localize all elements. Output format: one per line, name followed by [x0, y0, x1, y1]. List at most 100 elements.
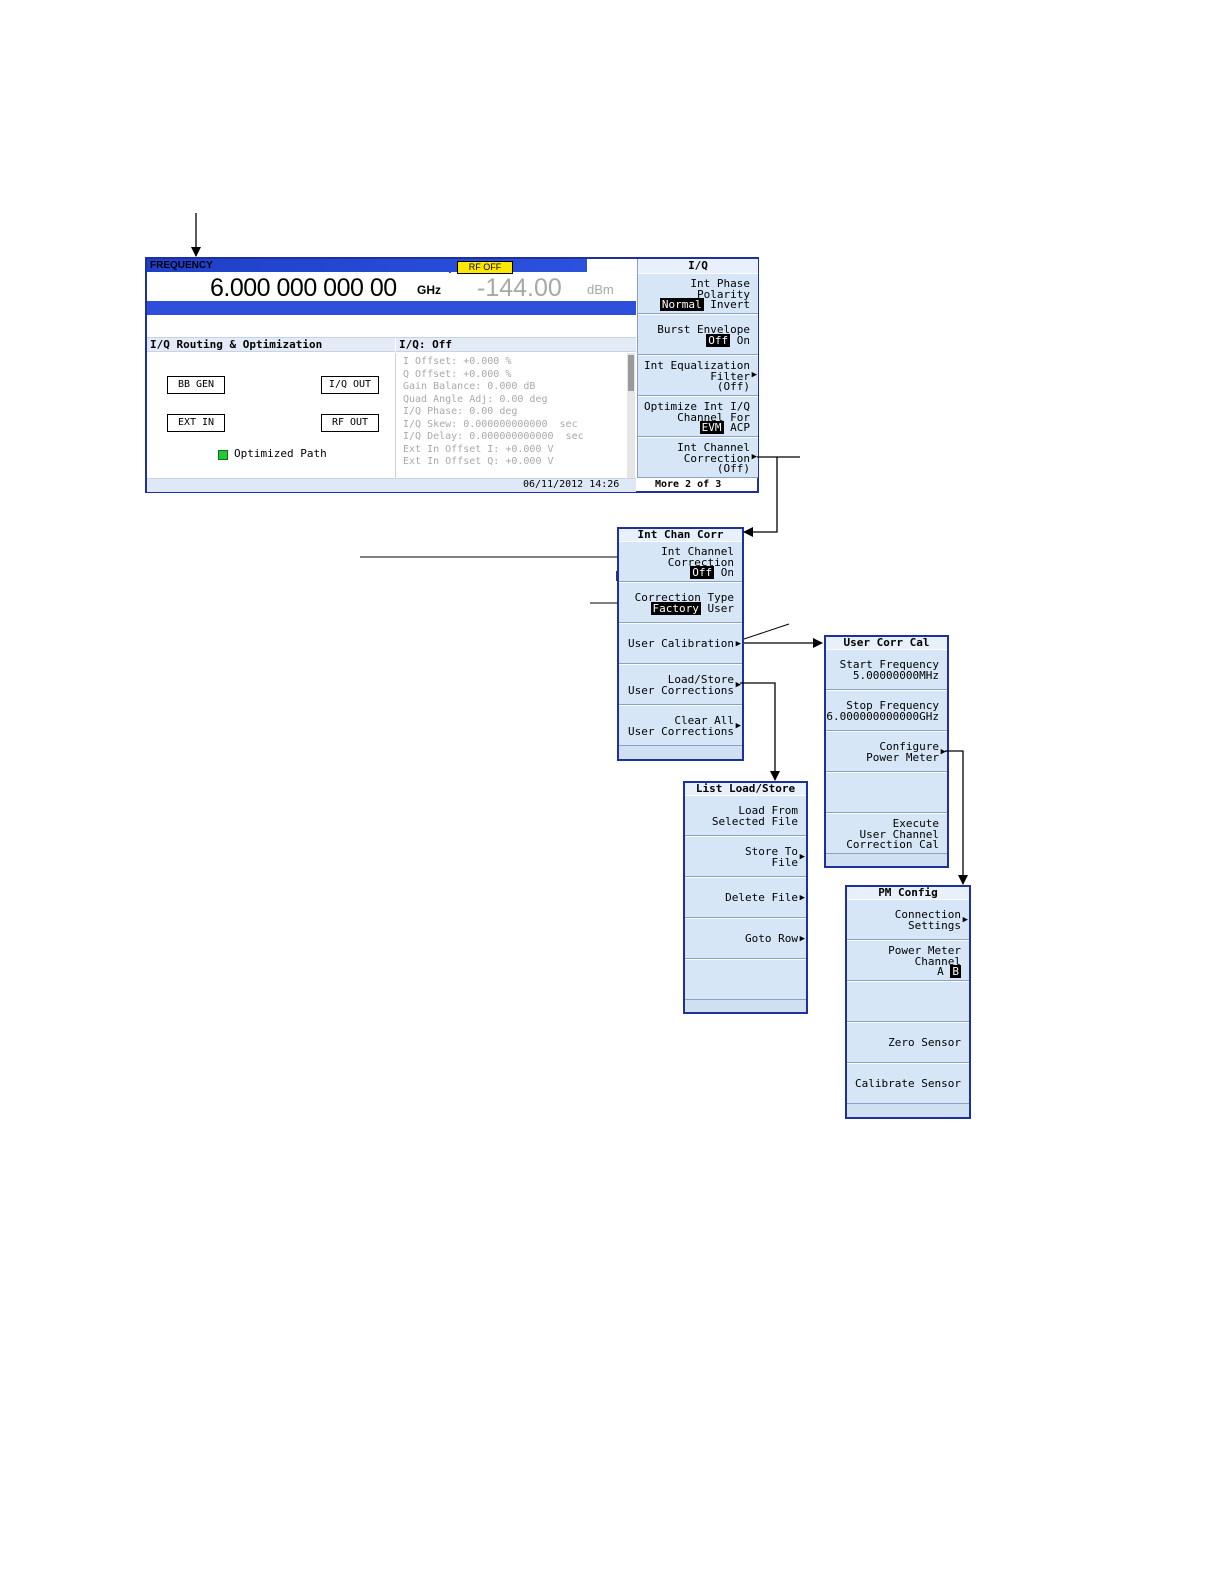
routing-panel-title: I/Q Routing & Optimization — [147, 338, 395, 352]
user-calibration-softkey[interactable]: User Calibration ▶ — [619, 623, 742, 664]
frequency-value: 6.000 000 000 00 — [210, 274, 397, 302]
optimized-path-label: Optimized Path — [234, 447, 327, 460]
optimize-int-iq-channel-softkey[interactable]: Optimize Int I/Q Channel For EVM ACP — [638, 396, 758, 437]
signal-generator-screen: FREQUENCY 6.000 000 000 00 GHz -144.00 d… — [145, 257, 759, 493]
configure-power-meter-softkey[interactable]: Configure Power Meter ▶ — [826, 731, 947, 772]
blank-softkey[interactable] — [685, 959, 806, 1000]
softkey-label: Start Frequency — [839, 658, 939, 671]
iq-panel-scrollbar[interactable] — [627, 353, 635, 478]
frequency-label: FREQUENCY — [150, 260, 213, 271]
calibrate-sensor-softkey[interactable]: Calibrate Sensor — [847, 1063, 969, 1104]
store-to-file-softkey[interactable]: Store To File ▶ — [685, 836, 806, 877]
softkey-label: Store To — [745, 845, 798, 858]
softkey-label: Correction Cal — [846, 838, 939, 851]
softkey-label: Execute — [892, 817, 939, 830]
softkey-label: Int Channel — [661, 545, 734, 558]
softkey-label: Goto Row — [745, 932, 798, 945]
clear-all-user-corrections-softkey[interactable]: Clear All User Corrections ▶ — [619, 705, 742, 746]
iq-settings-panel: I Offset: +0.000 % Q Offset: +0.000 % Ga… — [397, 353, 627, 478]
iq-line: I/Q Phase: 0.00 deg — [403, 406, 518, 417]
softkey-option-selected: Off — [690, 566, 715, 579]
iq-line: Ext In Offset I: +0.000 V — [403, 443, 554, 455]
softkey-option-selected: Factory — [650, 601, 701, 615]
scrollbar-thumb[interactable] — [628, 355, 634, 391]
submenu-arrow-icon: ▶ — [799, 934, 805, 944]
amplitude-display[interactable] — [451, 272, 636, 300]
softkey-label: Int Equalization — [644, 359, 750, 372]
int-channel-correction-softkey[interactable]: Int Channel Correction (Off) ▶ — [638, 437, 758, 478]
list-load-store-menu: List Load/Store Load From Selected File … — [683, 781, 808, 1014]
submenu-arrow-icon: ▶ — [799, 893, 805, 903]
iq-panel-title: I/Q: Off — [396, 338, 636, 352]
bb-gen-block[interactable]: BB GEN — [167, 376, 225, 394]
correction-type-toggle[interactable]: Correction Type Factory User — [619, 582, 742, 623]
iq-line: Q Offset: +0.000 % — [403, 368, 512, 380]
submenu-arrow-icon: ▶ — [751, 370, 757, 380]
softkey-option-selected: Off — [706, 333, 731, 347]
rf-out-block[interactable]: RF OUT — [321, 414, 379, 432]
softkey-label: Power Meter — [866, 750, 939, 764]
iq-line: I/Q Delay: 0.000000000000 sec — [403, 431, 584, 442]
frequency-unit: GHz — [417, 283, 441, 297]
stop-frequency-softkey[interactable]: Stop Frequency 6.000000000000GHz — [826, 690, 947, 731]
softkey-label: Optimize Int I/Q — [644, 400, 750, 413]
softkey-label: User Channel — [859, 827, 939, 841]
int-equalization-filter-softkey[interactable]: Int Equalization Filter (Off) ▶ — [638, 355, 758, 396]
menu-title: Int Chan Corr — [619, 527, 742, 541]
iq-line: Quad Angle Adj: 0.00 deg — [403, 393, 548, 405]
delete-file-softkey[interactable]: Delete File ▶ — [685, 877, 806, 918]
rf-off-badge: RF OFF — [457, 261, 513, 274]
blank-softkey[interactable] — [847, 981, 969, 1022]
zero-sensor-softkey[interactable]: Zero Sensor — [847, 1022, 969, 1063]
connection-settings-softkey[interactable]: Connection Settings ▶ — [847, 899, 969, 940]
iq-out-block[interactable]: I/Q OUT — [321, 376, 379, 394]
softkey-label: Load/Store — [667, 673, 734, 686]
more-indicator: More 2 of 3 — [655, 479, 722, 490]
load-store-user-corrections-softkey[interactable]: Load/Store User Corrections ▶ — [619, 664, 742, 705]
softkey-option-selected: EVM — [699, 421, 724, 434]
submenu-arrow-icon: ▶ — [962, 915, 968, 925]
softkey-menu-iq: I/Q Int Phase Polarity Normal Invert Bur… — [637, 259, 758, 478]
amplitude-value: -144.00 — [477, 274, 562, 302]
ext-in-block[interactable]: EXT IN — [167, 414, 225, 432]
int-phase-polarity-softkey[interactable]: Int Phase Polarity Normal Invert — [638, 273, 758, 314]
goto-row-softkey[interactable]: Goto Row ▶ — [685, 918, 806, 959]
softkey-label: Delete File — [725, 891, 798, 904]
int-channel-correction-toggle[interactable]: Int Channel Correction Off On — [619, 541, 742, 582]
softkey-label: Filter — [710, 369, 750, 383]
softkey-label: Calibrate Sensor — [855, 1077, 961, 1090]
burst-envelope-softkey[interactable]: Burst Envelope Off On — [638, 314, 758, 355]
message-line — [147, 315, 636, 338]
softkey-option-selected: B — [950, 965, 961, 978]
softkey-option: A — [937, 965, 944, 978]
softkey-label: Polarity — [697, 287, 750, 301]
softkey-label: Correction Type — [634, 591, 734, 604]
submenu-arrow-icon: ▶ — [735, 639, 741, 649]
softkey-label: File — [771, 855, 799, 869]
execute-user-channel-correction-cal-softkey[interactable]: Execute User Channel Correction Cal — [826, 813, 947, 854]
annunciator-strip — [147, 301, 636, 315]
softkey-label: User Calibration — [628, 637, 734, 650]
power-meter-channel-softkey[interactable]: Power Meter Channel A B — [847, 940, 969, 981]
load-from-selected-file-softkey[interactable]: Load From Selected File — [685, 795, 806, 836]
softkey-label: Selected File — [711, 814, 798, 828]
softkey-label: Zero Sensor — [888, 1036, 961, 1049]
softkey-option: User — [707, 601, 735, 615]
connector-to-int-chan-corr — [743, 456, 778, 537]
softkey-option: On — [720, 566, 734, 579]
softkey-label: Channel For — [677, 410, 750, 424]
pm-config-menu: PM Config Connection Settings ▶ Power Me… — [845, 885, 971, 1119]
submenu-arrow-icon: ▶ — [735, 680, 741, 690]
start-frequency-softkey[interactable]: Start Frequency 5.00000000MHz — [826, 649, 947, 690]
iq-line: I Offset: +0.000 % — [403, 356, 512, 367]
menu-title: List Load/Store — [685, 781, 806, 795]
submenu-arrow-icon: ▶ — [751, 452, 757, 462]
softkey-option: Invert — [710, 298, 750, 311]
blank-softkey[interactable] — [826, 772, 947, 813]
menu-title: PM Config — [847, 885, 969, 899]
connector-to-list-load-store — [740, 682, 780, 781]
frequency-display[interactable] — [147, 272, 449, 300]
softkey-label: Int Phase — [690, 277, 750, 290]
softkey-label: Correction — [667, 555, 734, 569]
